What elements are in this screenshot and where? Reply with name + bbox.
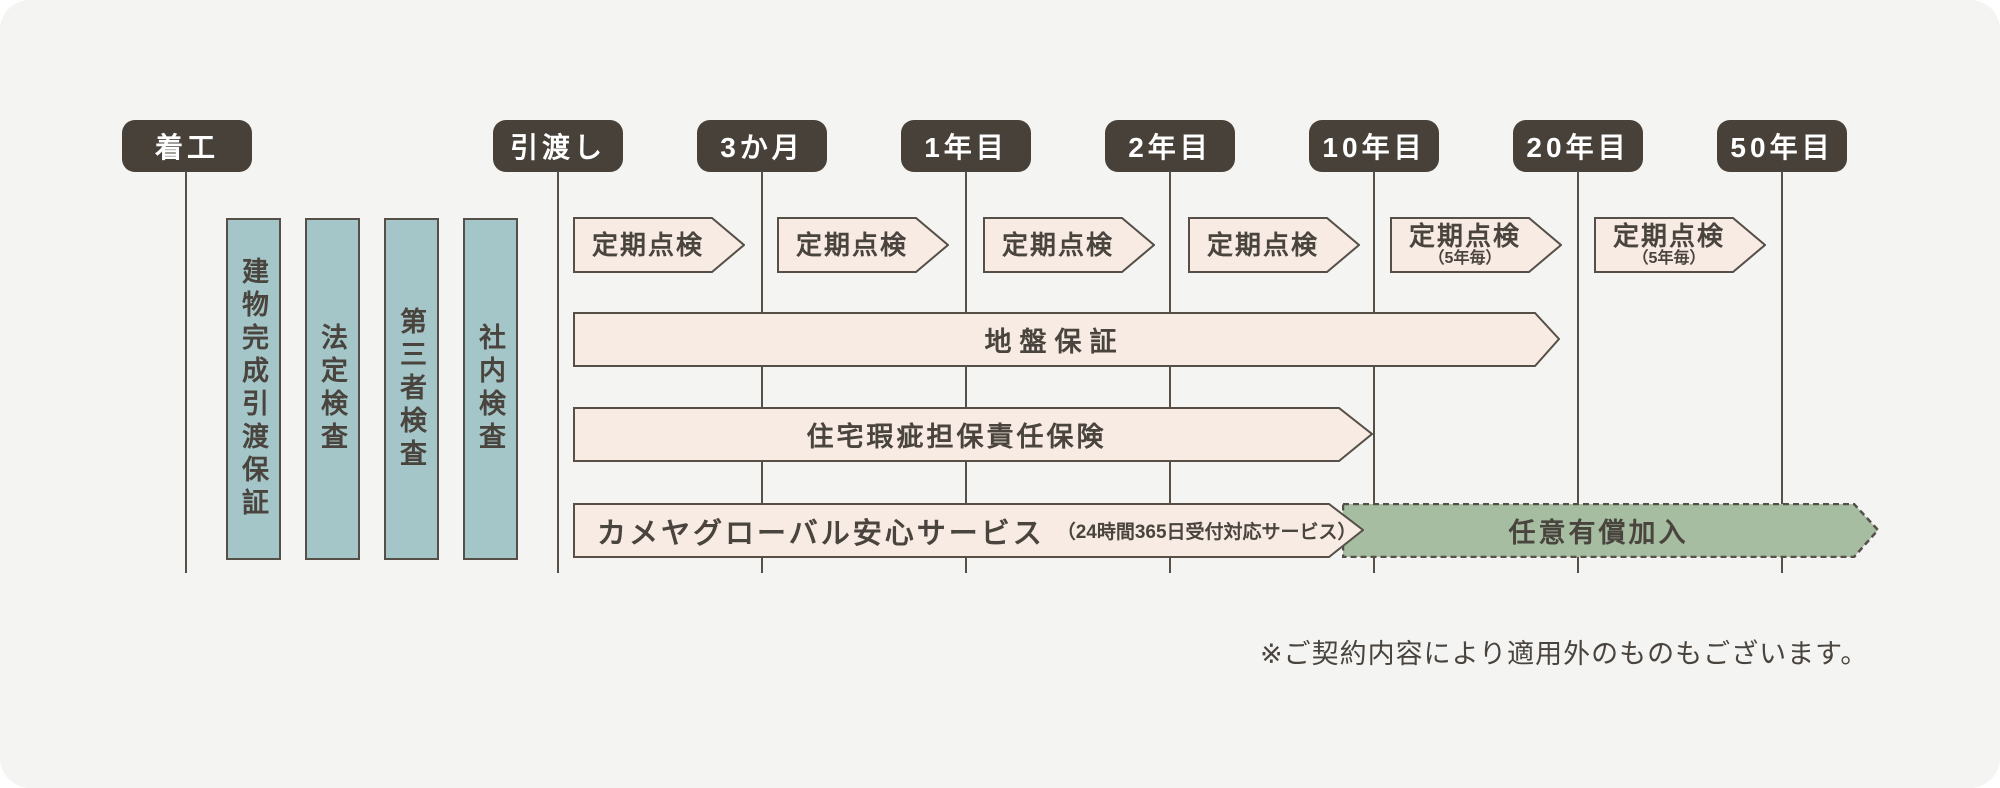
timeline-tick	[1577, 171, 1579, 573]
paid-option-arrow: 任意有償加入	[1342, 503, 1879, 558]
periodic-inspection-chip: 定期点検	[777, 217, 949, 273]
milestone-badge-start: 着工	[122, 120, 252, 172]
chip-label: 定期点検	[591, 229, 704, 260]
chip-label: 定期点検	[1001, 229, 1114, 260]
bar-sublabel: （24時間365日受付対応サービス）	[1056, 522, 1357, 543]
periodic-inspection-chip: 定期点検	[1188, 217, 1360, 273]
chip-label: 定期点検	[1408, 221, 1521, 251]
timeline-tick	[761, 171, 763, 573]
periodic-inspection-chip: 定期点検	[573, 217, 745, 273]
bar-label: 住宅瑕疵担保責任保険	[806, 422, 1107, 452]
milestone-label: 3か月	[720, 132, 804, 163]
milestone-badge-year10: 10年目	[1309, 120, 1439, 172]
milestone-label: 1年目	[924, 132, 1008, 163]
milestone-badge-year20: 20年目	[1513, 120, 1643, 172]
vertical-bar-label: 第三者検査	[396, 306, 426, 472]
milestone-badge-year1: 1年目	[901, 120, 1031, 172]
milestone-label: 着工	[154, 132, 219, 163]
milestone-label: 50年目	[1730, 132, 1834, 163]
arrow-chip-shape	[1594, 217, 1766, 273]
arrow-chip-shape	[573, 217, 745, 273]
arrow-chip-shape	[983, 217, 1155, 273]
arrow-chip-shape	[1188, 217, 1360, 273]
periodic-inspection-chip: 定期点検	[983, 217, 1155, 273]
vertical-bar-label: 社内検査	[475, 323, 505, 455]
vertical-bar-label: 法定検査	[317, 323, 347, 455]
chip-note: （5年毎）	[1632, 250, 1706, 267]
periodic-inspection-chip: 定期点検（5年毎）	[1390, 217, 1562, 273]
inspection-bar-building-completion-guarantee: 建物完成引渡保証	[226, 218, 281, 560]
vertical-bar-label: 建物完成引渡保証	[238, 257, 268, 521]
timeline-tick	[1781, 171, 1783, 573]
inspection-bar-third-party-inspection: 第三者検査	[384, 218, 439, 560]
arrow-bar-shape	[573, 503, 1364, 558]
milestone-label: 引渡し	[509, 132, 606, 163]
arrow-chip-shape	[1390, 217, 1562, 273]
arrow-bar-shape	[573, 312, 1560, 367]
milestone-label: 2年目	[1128, 132, 1212, 163]
arrow-bar-shape	[573, 407, 1373, 462]
milestone-badge-year50: 50年目	[1717, 120, 1847, 172]
timeline-tick	[1373, 171, 1375, 573]
bar-label: 地盤保証	[984, 327, 1125, 357]
timeline-tick	[185, 171, 187, 573]
periodic-inspection-chip: 定期点検（5年毎）	[1594, 217, 1766, 273]
chip-label: 定期点検	[1612, 221, 1725, 251]
milestone-badge-handover: 引渡し	[493, 120, 623, 172]
chip-label: 定期点検	[1206, 229, 1319, 260]
chip-note: （5年毎）	[1428, 250, 1502, 267]
dashed-arrow-shape	[1342, 503, 1879, 558]
inspection-bar-legal-inspection: 法定検査	[305, 218, 360, 560]
ground-warranty-bar: 地盤保証	[573, 312, 1560, 367]
chip-label: 定期点検	[795, 229, 908, 260]
kameya-service-bar: カメヤグローバル安心サービス （24時間365日受付対応サービス）	[573, 503, 1364, 558]
timeline-tick	[965, 171, 967, 573]
milestone-badge-3months: 3か月	[697, 120, 827, 172]
bar-label: カメヤグローバル安心サービス	[597, 517, 1045, 550]
timeline-tick	[557, 171, 559, 573]
defect-insurance-bar: 住宅瑕疵担保責任保険	[573, 407, 1373, 462]
footnote: ※ご契約内容により適用外のものもございます。	[1260, 639, 1869, 669]
milestone-label: 20年目	[1526, 132, 1630, 163]
milestone-badge-year2: 2年目	[1105, 120, 1235, 172]
timeline-tick	[1169, 171, 1171, 573]
inspection-bar-internal-inspection: 社内検査	[463, 218, 518, 560]
bar-label: 任意有償加入	[1508, 518, 1689, 548]
arrow-chip-shape	[777, 217, 949, 273]
milestone-label: 10年目	[1322, 132, 1426, 163]
